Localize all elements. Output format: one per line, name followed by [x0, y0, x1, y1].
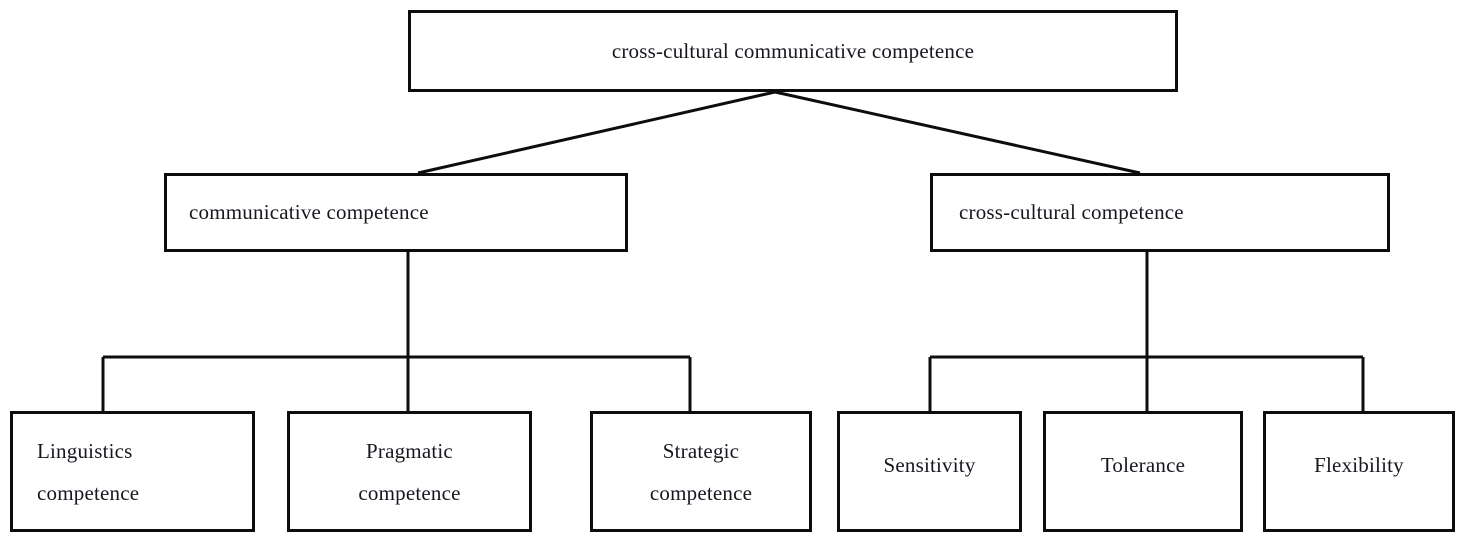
node-label: Pragmatic competence	[358, 438, 461, 505]
node-strategic-competence: Strategic competence	[590, 411, 812, 532]
node-cross-cultural-competence: cross-cultural competence	[930, 173, 1390, 252]
node-label: communicative competence	[189, 200, 429, 225]
node-label: Flexibility	[1314, 453, 1404, 477]
edge-root-to-cross-cultural-competence	[774, 90, 1141, 175]
edge-root-to-communicative-competence	[417, 90, 776, 175]
node-label: cross-cultural competence	[959, 200, 1184, 225]
node-label: Tolerance	[1100, 453, 1186, 477]
node-pragmatic-competence: Pragmatic competence	[287, 411, 532, 532]
node-sensitivity: Sensitivity	[837, 411, 1022, 532]
node-label: Strategic competence	[649, 438, 753, 505]
node-communicative-competence: communicative competence	[164, 173, 628, 252]
node-label: Sensitivity	[883, 453, 976, 477]
node-label: cross-cultural communicative competence	[611, 38, 975, 63]
node-linguistics-competence: Linguistics competence	[10, 411, 255, 532]
node-flexibility: Flexibility	[1263, 411, 1455, 532]
node-cross-cultural-communicative-competence: cross-cultural communicative competence	[408, 10, 1178, 92]
node-tolerance: Tolerance	[1043, 411, 1243, 532]
node-label: Linguistics competence	[37, 438, 140, 505]
